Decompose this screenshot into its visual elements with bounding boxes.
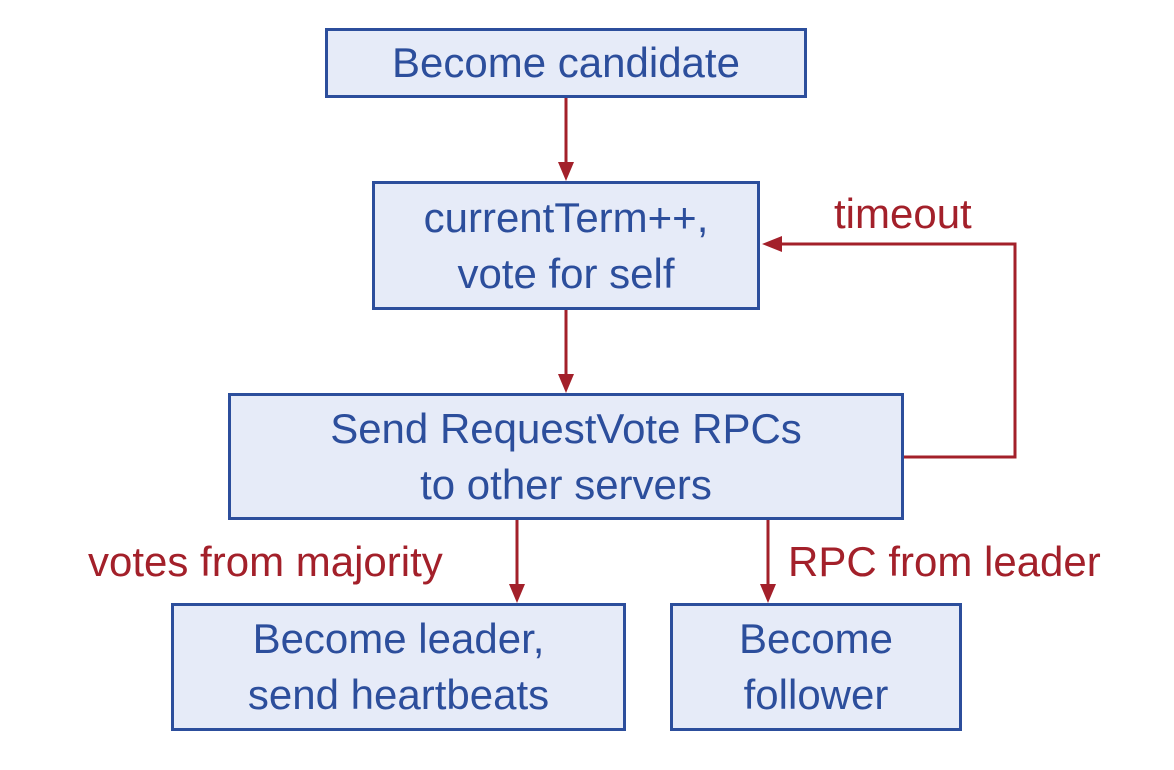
become-follower-box: Become follower [670,603,962,731]
arrowhead-to-leader [509,584,525,603]
become-follower-line-2: follower [743,671,889,718]
become-leader-box: Become leader, send heartbeats [171,603,626,731]
increment-term-line-1: currentTerm++, [423,193,709,241]
increment-term-box: currentTerm++, vote for self [372,181,760,310]
become-candidate-box: Become candidate [325,28,807,98]
become-candidate-text: Become candidate [392,39,740,86]
send-request-vote-line-1: Send RequestVote RPCs [330,404,802,452]
arrowhead-to-follower [760,584,776,603]
votes-from-majority-label: votes from majority [88,538,443,585]
arrowhead-term-to-request-vote [558,374,574,393]
arrowhead-candidate-to-term [558,162,574,181]
become-leader-line-2: send heartbeats [247,671,550,718]
send-request-vote-line-2: to other servers [420,460,712,508]
arrow-timeout-loop [778,242,1017,459]
arrowhead-timeout-loop [762,236,782,252]
timeout-label: timeout [834,190,972,237]
increment-term-line-2: vote for self [457,249,675,297]
send-request-vote-box: Send RequestVote RPCs to other servers [228,393,904,520]
rpc-from-leader-label: RPC from leader [788,538,1101,585]
become-follower-line-1: Become [738,615,894,662]
become-leader-line-1: Become leader, [252,615,545,662]
